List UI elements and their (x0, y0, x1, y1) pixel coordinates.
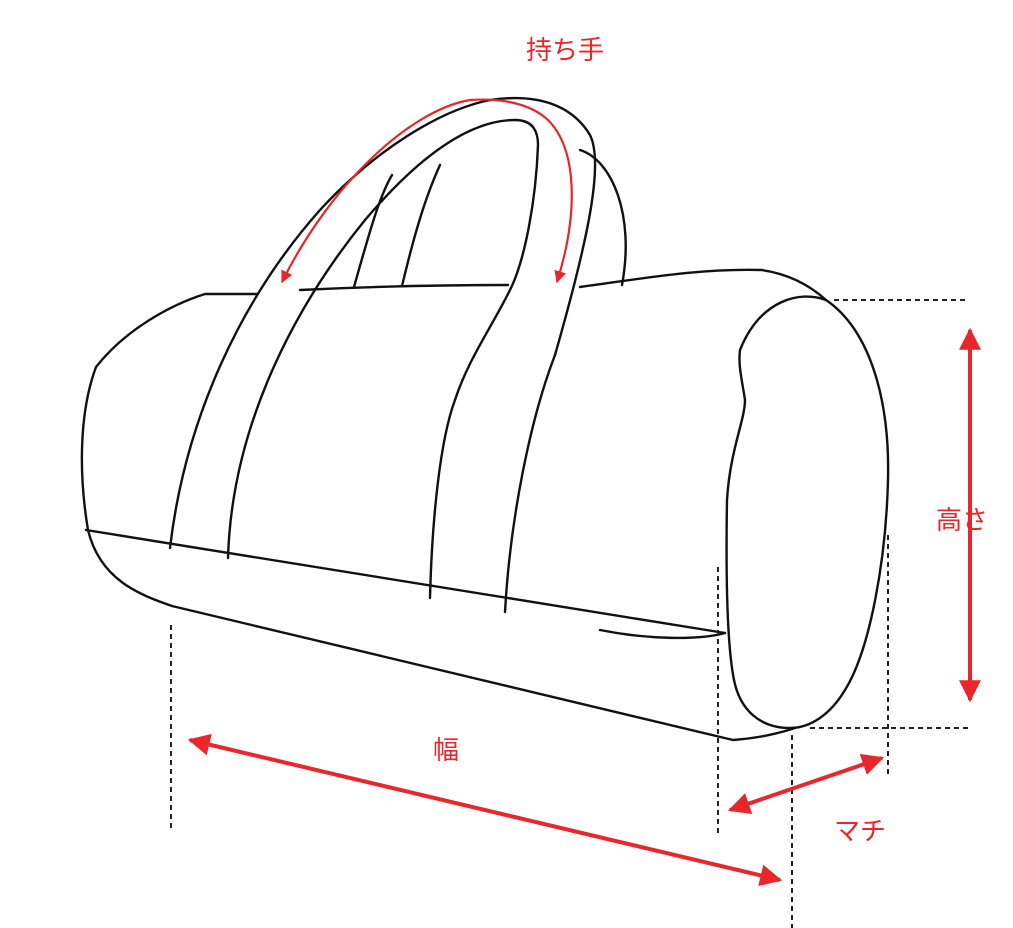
bag-left-end (80, 292, 260, 608)
back-handle-left-edge (352, 173, 394, 289)
dimension-arrows (187, 98, 981, 887)
gusset-arrow (727, 754, 885, 814)
bag-top-middle (298, 283, 510, 292)
front-handle-outer (168, 96, 597, 550)
guide-lines (170, 299, 968, 928)
handle-label: 持ち手 (526, 36, 605, 66)
handle-arrow (281, 98, 573, 284)
end-panel (725, 295, 890, 730)
bag-outline (80, 96, 890, 742)
height-label: 高さ (936, 506, 989, 536)
bottom-seam-curve (598, 628, 727, 640)
front-handle-inner (226, 118, 540, 600)
width-label: 幅 (433, 736, 460, 766)
back-handle-right-edge (578, 148, 627, 287)
bag-top-right (578, 268, 828, 302)
width-arrow (187, 733, 783, 887)
gusset-label: マチ (834, 817, 887, 847)
back-handle-inner-edge (400, 163, 442, 288)
bag-bottom-edge (170, 604, 797, 742)
bottom-seam (84, 528, 727, 635)
front-handle-right-drop (503, 353, 557, 614)
